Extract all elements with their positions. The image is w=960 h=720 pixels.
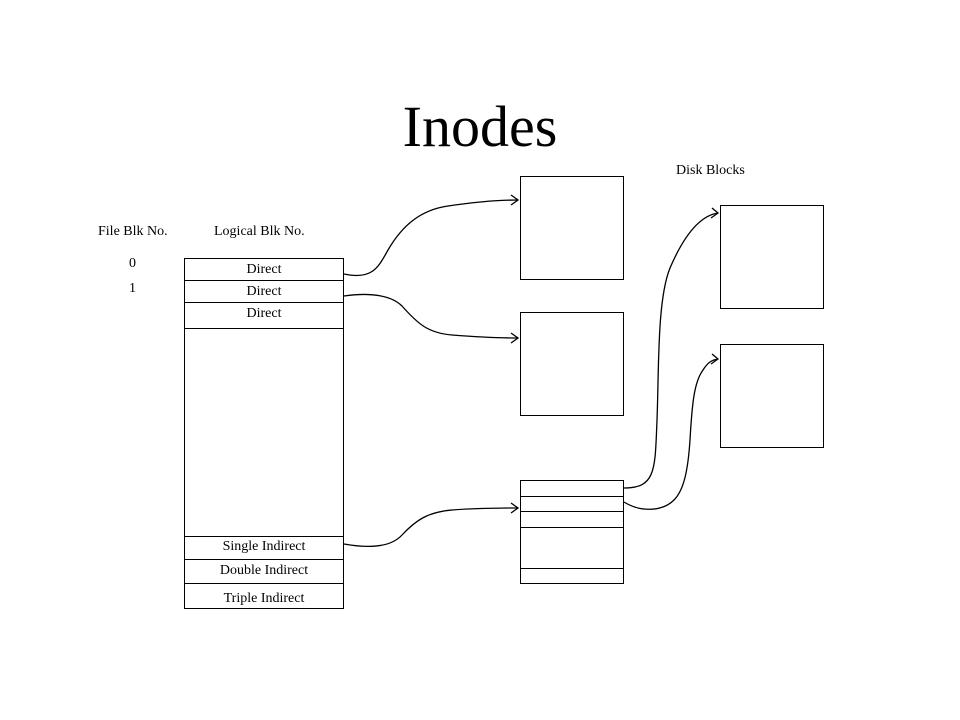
- arrow-indirect-entry-2-to-disk-block-4: [623, 358, 719, 510]
- disk-block-1: [520, 176, 624, 280]
- file-blk-no-0: 0: [129, 256, 136, 271]
- indirect-block: [520, 480, 624, 584]
- indirect-block-divider: [521, 496, 623, 497]
- arrow-direct-1-head: [510, 194, 520, 206]
- arrow-direct-2-to-disk-block-2: [343, 293, 519, 339]
- arrow-direct-2-head: [510, 332, 520, 344]
- inode-row-label: Double Indirect: [219, 563, 309, 578]
- inode-row-triple-indirect: Triple Indirect: [184, 583, 344, 609]
- indirect-block-divider: [521, 568, 623, 569]
- arrow-indirect-entry-1-head: [710, 207, 720, 219]
- inode-row-label: Direct: [246, 284, 282, 299]
- arrow-direct-1-to-disk-block-1: [343, 199, 519, 277]
- disk-block-3: [720, 205, 824, 309]
- arrow-single-indirect-to-indirect-block: [343, 507, 519, 547]
- inode-row-double-indirect: Double Indirect: [184, 559, 344, 584]
- disk-blocks-label: Disk Blocks: [676, 163, 745, 178]
- disk-block-2: [520, 312, 624, 416]
- file-blk-no-1: 1: [129, 281, 136, 296]
- logical-blk-no-label: Logical Blk No.: [214, 224, 305, 239]
- inode-row-label: Direct: [246, 306, 282, 321]
- inode-row-label: Triple Indirect: [223, 591, 305, 606]
- arrow-indirect-entry-1-to-disk-block-3: [623, 212, 719, 489]
- slide-title: Inodes: [402, 94, 558, 159]
- indirect-block-divider: [521, 527, 623, 528]
- inode-row-label: Single Indirect: [222, 539, 306, 554]
- inode-row-label: Direct: [246, 262, 282, 277]
- inode-row-single-indirect: Single Indirect: [184, 536, 344, 560]
- disk-block-4: [720, 344, 824, 448]
- file-blk-no-label: File Blk No.: [98, 224, 168, 239]
- inode-table-body: [184, 328, 344, 537]
- arrow-indirect-entry-2-head: [710, 353, 720, 365]
- arrow-single-indirect-head: [510, 502, 520, 514]
- indirect-block-divider: [521, 511, 623, 512]
